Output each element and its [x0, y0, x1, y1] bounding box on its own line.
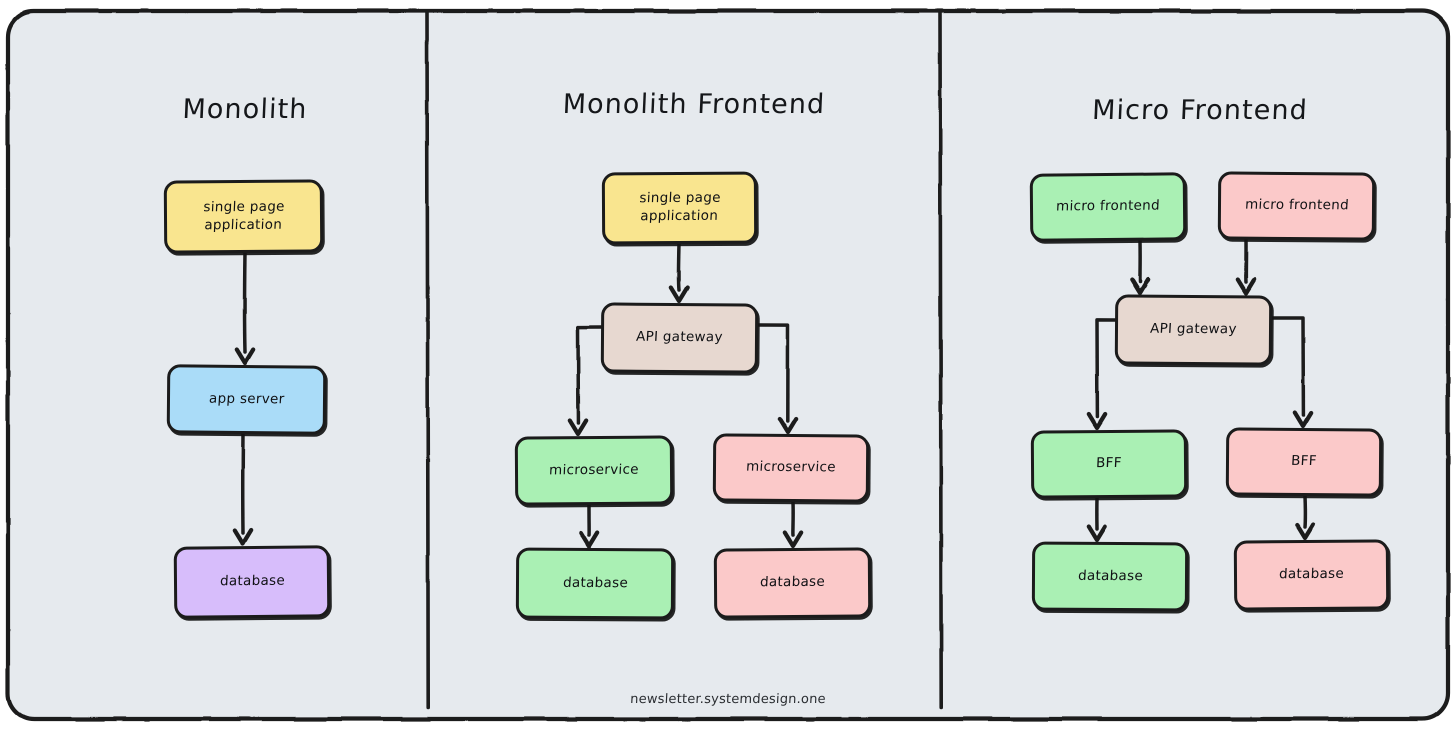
node-label: database	[556, 574, 634, 592]
node-f-ms-left[interactable]: microservice	[515, 435, 673, 505]
node-f-db-right[interactable]: database	[714, 547, 871, 618]
node-f-gw[interactable]: API gateway	[601, 302, 758, 373]
node-label: API gateway	[1144, 321, 1244, 339]
node-u-mfe-right[interactable]: micro frontend	[1218, 171, 1375, 240]
node-label: database	[1071, 567, 1149, 585]
node-f-ms-right[interactable]: microservice	[713, 433, 869, 502]
node-label: micro frontend	[1050, 198, 1167, 217]
node-m-spa[interactable]: single page application	[164, 179, 324, 253]
node-label: app server	[202, 390, 291, 409]
node-label: single page application	[632, 190, 727, 226]
watermark-text: newsletter.systemdesign.one	[0, 692, 1456, 707]
node-u-mfe-left[interactable]: micro frontend	[1030, 172, 1187, 241]
node-label: database	[213, 573, 291, 591]
node-m-app[interactable]: app server	[167, 364, 327, 434]
node-label: BFF	[1285, 453, 1324, 471]
node-label: database	[1273, 566, 1351, 584]
node-u-db-right[interactable]: database	[1234, 539, 1389, 610]
node-label: micro frontend	[1238, 197, 1355, 216]
node-label: microservice	[740, 459, 843, 478]
node-label: API gateway	[630, 329, 730, 347]
column-title-micro-frontend: Micro Frontend	[899, 95, 1456, 126]
node-f-spa[interactable]: single page application	[602, 172, 757, 245]
node-label: microservice	[543, 461, 646, 480]
node-label: BFF	[1090, 455, 1129, 473]
node-label: single page application	[196, 198, 291, 234]
node-u-db-left[interactable]: database	[1032, 542, 1188, 612]
node-u-gw[interactable]: API gateway	[1115, 294, 1272, 365]
node-f-db-left[interactable]: database	[516, 548, 674, 620]
node-m-db[interactable]: database	[174, 545, 331, 618]
node-u-bff-right[interactable]: BFF	[1226, 427, 1382, 496]
node-label: database	[754, 574, 832, 592]
node-u-bff-left[interactable]: BFF	[1031, 429, 1187, 498]
